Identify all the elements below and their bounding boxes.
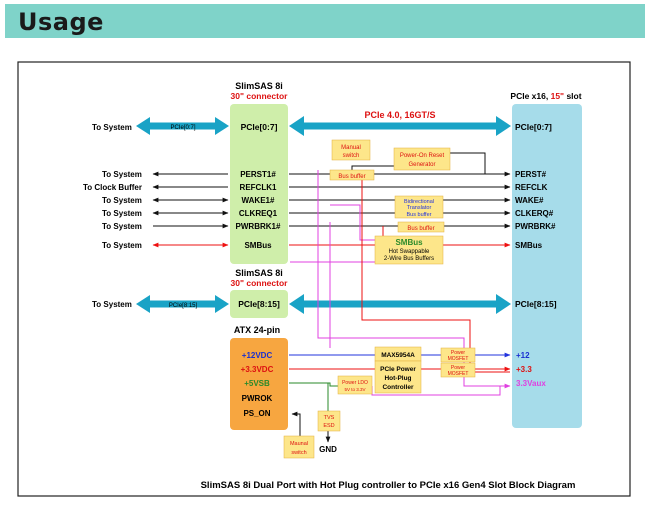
por-line2: Generator [408, 162, 435, 168]
gnd-label: GND [319, 445, 337, 454]
slimsas-connector-1-sub: 30" connector [231, 91, 289, 101]
slot-rail-33: +3.3 [516, 365, 532, 374]
left-label-7: To System [92, 300, 132, 309]
pcie-bus-arrow-main-1 [289, 116, 511, 136]
left-label-1: To System [102, 170, 142, 179]
smbus-buffer-sub2: 2-Wire Bus Buffers [384, 256, 434, 262]
maunal-switch-line1: Maunal [290, 441, 308, 447]
por-generator-block [393, 147, 451, 171]
mosfet-1-line1: Power [451, 350, 466, 356]
bidir-translator-block [394, 195, 444, 219]
slot-pin-clkreq: CLKERQ# [515, 209, 554, 218]
connector-1-smbus: SMBus [244, 241, 272, 250]
atx-24pin-box [230, 338, 288, 430]
atx-rail-5vsb: +5VSB [244, 379, 270, 388]
connector-1-pin-refclk: REFCLK1 [240, 183, 277, 192]
diagram-caption: SlimSAS 8i Dual Port with Hot Plug contr… [201, 480, 576, 491]
bus-tag-2: PCIe[8:15] [169, 303, 198, 309]
power-mosfet-1-block [440, 347, 476, 363]
atx-rail-33vdc: +3.3VDC [241, 365, 274, 374]
ldo-line1: Power LDO [342, 380, 368, 386]
tvs-line1: TVS [324, 415, 335, 421]
bidir-line1: Bidirectional [404, 199, 434, 205]
connector-1-pin-pwrbrk: PWRBRK1# [236, 222, 281, 231]
hotplug-controller-block [374, 360, 422, 394]
bus-tag-1: PCIe[0:7] [170, 125, 195, 131]
connector-1-pin-wake: WAKE1# [242, 196, 275, 205]
bus-buffer-1-label: Bus buffer [338, 174, 365, 180]
left-label-5: To System [102, 222, 142, 231]
pcie-speed-label: PCIe 4.0, 16GT/S [364, 110, 435, 120]
aux-routing-lines [290, 170, 510, 387]
mosfet-1-line2: MOSFET [448, 356, 469, 362]
bus-buffer-2-block [397, 221, 445, 233]
bus-buffer-1-block [329, 169, 375, 181]
mosfet-2-line1: Power [451, 365, 466, 371]
manual-switch-line2: switch [343, 153, 360, 159]
hotplug-line2: Hot-Plug [384, 375, 411, 382]
bus-buffer-2-label: Bus buffer [407, 226, 434, 232]
smbus-buffer-block [374, 235, 444, 265]
atx-rail-12vdc: +12VDC [242, 351, 273, 360]
left-label-4: To System [102, 209, 142, 218]
header-title: Usage [18, 8, 104, 36]
connector-1-bus-label: PCIe[0:7] [241, 122, 278, 132]
left-signal-arrows [152, 171, 229, 229]
pcie-bus-arrow-left-2 [136, 295, 229, 313]
slimsas-connector-2-box [230, 290, 288, 318]
left-label-6: To System [102, 241, 142, 250]
atx-pson: PS_ON [243, 409, 270, 418]
left-label-2: To Clock Buffer [83, 183, 142, 192]
slot-smbus: SMBus [515, 241, 543, 250]
pcie-x16-slot-box [512, 104, 582, 428]
left-label-3: To System [102, 196, 142, 205]
atx-title: ATX 24-pin [234, 325, 280, 335]
tvs-line2: ESD [323, 423, 334, 429]
connector-1-pin-perst: PERST1# [240, 170, 276, 179]
atx-pwrok: PWROK [242, 394, 273, 403]
smbus-buffer-sub1: Hot Swappable [389, 249, 430, 255]
smbus-buffer-title: SMBus [395, 238, 423, 247]
slot-bus1-label: PCIe[0:7] [515, 122, 552, 132]
power-ldo-block [337, 375, 373, 395]
connector-1-pin-clkreq: CLKREQ1 [239, 209, 278, 218]
slot-bus2-label: PCIe[8:15] [515, 299, 557, 309]
slot-pin-wake: WAKE# [515, 196, 544, 205]
slot-rail-12: +12 [516, 351, 530, 360]
pcie-slot-title: PCIe x16, 15" slot [510, 91, 581, 101]
usage-header: Usage [5, 4, 645, 38]
slot-pin-perst: PERST# [515, 170, 547, 179]
manual-switch-line1: Manual [341, 145, 361, 151]
mosfet-2-line2: MOSFET [448, 371, 469, 377]
tvs-esd-block [317, 410, 341, 432]
hotplug-line1: PCIe Power [380, 366, 416, 373]
slimsas-connector-2-sub: 30" connector [231, 278, 289, 288]
connector-2-bus-label: PCIe[8:15] [238, 299, 280, 309]
slimsas-connector-2-title: SlimSAS 8i [235, 268, 283, 278]
bidir-line3: Bus buffer [407, 212, 432, 218]
bidir-line2: Translator [407, 205, 432, 211]
slimsas-connector-1-box [230, 104, 288, 264]
pson-switch-line [291, 411, 301, 438]
pcie-bus-arrow-main-2 [289, 294, 511, 314]
manual-switch-block [331, 139, 371, 161]
slot-rail-33vaux: 3.3Vaux [516, 379, 546, 388]
ldo-line2: 5V to 3.3V [344, 387, 365, 392]
maunal-switch-block [283, 435, 315, 459]
power-mosfet-2-block [440, 362, 476, 378]
left-label-0: To System [92, 123, 132, 132]
maunal-switch-line2: switch [291, 450, 306, 456]
slimsas-connector-1-title: SlimSAS 8i [235, 81, 283, 91]
hotplug-line3: Controller [382, 384, 414, 391]
slot-pin-pwrbrk: PWRBRK# [515, 222, 556, 231]
max5954a-label: MAX5954A [381, 352, 415, 359]
slot-pin-refclk: REFCLK [515, 183, 548, 192]
por-line1: Power-On Reset [400, 153, 445, 159]
pcie-bus-arrow-left-1 [136, 117, 229, 135]
